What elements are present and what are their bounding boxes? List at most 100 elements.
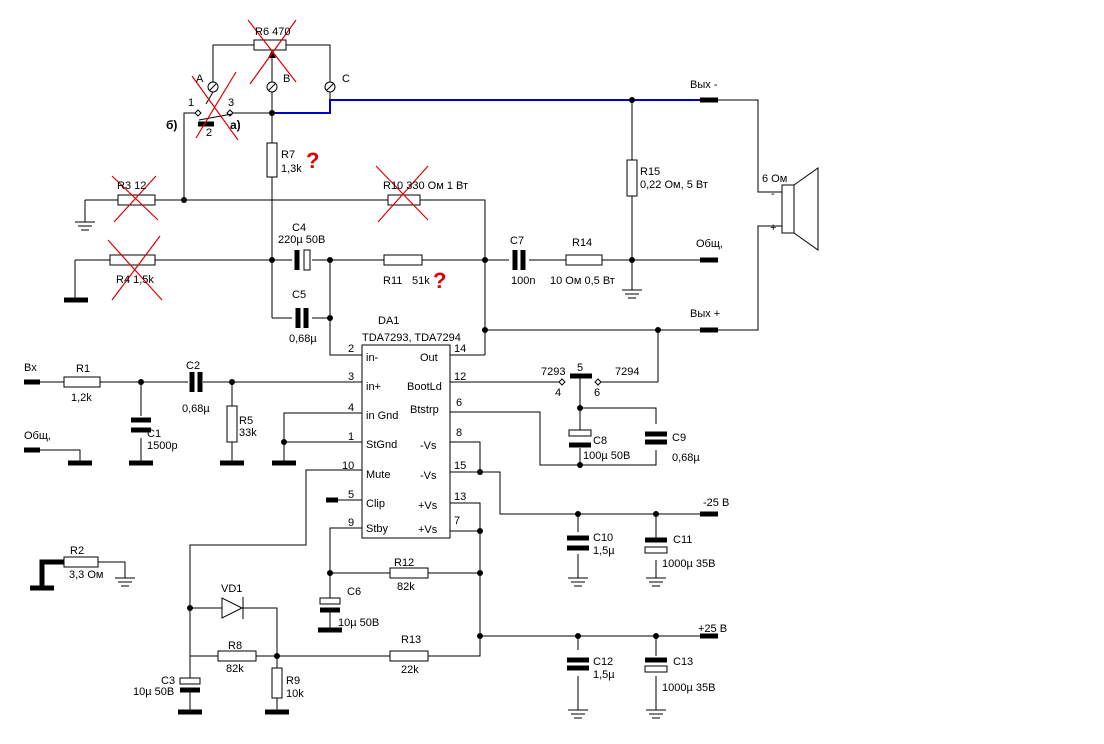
pin1-name: StGnd <box>366 439 397 451</box>
pin7-num: 7 <box>454 515 460 527</box>
c11-ref: C11 <box>673 534 692 546</box>
switch-pos-a: а) <box>230 118 241 132</box>
pos-supply-label: +25 В <box>698 623 727 635</box>
capacitor-c11 <box>644 537 668 554</box>
r12-ref: R12 <box>394 557 414 569</box>
pin14-name: Out <box>420 352 438 364</box>
pot-test-points <box>207 81 336 93</box>
switch-pin2: 2 <box>206 127 212 139</box>
switch-pin5: 5 <box>577 362 583 374</box>
resistor-r7 <box>266 142 278 178</box>
c9-ref: C9 <box>672 432 686 444</box>
c13-ref: C13 <box>673 656 693 668</box>
capacitor-c4 <box>294 249 311 271</box>
pin10-num: 10 <box>342 460 354 472</box>
r6-label: R6 470 <box>255 26 290 38</box>
pin10-name: Mute <box>366 469 390 481</box>
gnd-left-label: Общ, <box>24 430 51 442</box>
labels: R6 470 A B C 1 3 2 б) а) R7 1,3k ? R3 12… <box>24 26 787 700</box>
r8-value: 82k <box>226 663 244 675</box>
switch-right <box>558 373 602 386</box>
in-label: Вх <box>24 362 37 374</box>
r1-ref: R1 <box>76 363 90 375</box>
capacitor-c2 <box>189 372 203 392</box>
r14-value: 10 Ом 0,5 Вт <box>550 275 615 287</box>
resistor-r9 <box>271 667 283 699</box>
c2-value: 0,68µ <box>182 403 210 415</box>
c3-value: 10µ 50В <box>133 686 174 698</box>
output-bus <box>272 99 718 114</box>
pin14-num: 14 <box>454 343 466 355</box>
question-mark-r11: ? <box>433 268 446 293</box>
pin8-name: -Vs <box>420 440 437 452</box>
c10-ref: C10 <box>593 532 613 544</box>
capacitor-c13 <box>644 657 668 673</box>
r1-value: 1,2k <box>71 392 92 404</box>
pin5-num: 5 <box>348 489 354 501</box>
c12-ref: C12 <box>593 656 613 668</box>
r5-ref: R5 <box>239 415 253 427</box>
crossed-out-marks <box>107 19 429 301</box>
c4-value: 220µ 50В <box>278 234 325 246</box>
out-minus-label: Вых - <box>690 79 718 91</box>
pin4-name: in Gnd <box>366 410 398 422</box>
r9-ref: R9 <box>286 675 300 687</box>
capacitor-c5 <box>295 308 309 328</box>
pin2-num: 2 <box>348 343 354 355</box>
vd1-ref: VD1 <box>221 583 242 595</box>
r14-ref: R14 <box>572 237 592 249</box>
switch-7293: 7293 <box>541 366 565 378</box>
grounds <box>24 97 718 719</box>
switch-pin6: 6 <box>594 387 600 399</box>
pin7-name: +Vs <box>418 524 438 536</box>
switch-pin1: 1 <box>188 97 194 109</box>
resistors <box>63 39 638 699</box>
switch-left <box>194 109 234 127</box>
pin13-name: +Vs <box>418 500 438 512</box>
capacitor-c10 <box>567 535 589 551</box>
c9-value: 0,68µ <box>672 452 700 464</box>
switch-7294: 7294 <box>615 366 639 378</box>
capacitor-c9 <box>645 431 667 445</box>
r4-label: R4 1,5k <box>116 274 154 286</box>
speaker-minus: - <box>771 188 775 200</box>
c12-value: 1,5µ <box>593 669 615 681</box>
resistor-r10 <box>387 194 421 206</box>
r11-ref: R11 <box>383 275 402 287</box>
junctions <box>138 97 661 659</box>
c2-ref: C2 <box>186 360 200 372</box>
capacitor-c6 <box>319 597 341 613</box>
pin3-num: 3 <box>348 371 354 383</box>
resistor-r2 <box>63 556 99 568</box>
resistor-r1 <box>63 376 101 388</box>
chip-part: TDA7293, TDA7294 <box>362 332 461 344</box>
pot-a-label: A <box>196 73 204 85</box>
r13-ref: R13 <box>401 634 421 646</box>
pot-b-label: B <box>283 73 290 85</box>
resistor-r12 <box>389 567 429 579</box>
r7-ref: R7 <box>281 149 295 161</box>
r5-value: 33k <box>239 427 257 439</box>
capacitor-c8 <box>568 429 592 448</box>
pin2-name: in- <box>366 352 379 364</box>
capacitor-c3 <box>179 677 201 693</box>
speaker-plus: + <box>770 222 776 234</box>
r15-value: 0,22 Ом, 5 Вт <box>640 179 708 191</box>
r15-ref: R15 <box>640 166 660 178</box>
capacitor-c12 <box>567 657 589 671</box>
neg-supply-label: -25 В <box>703 497 729 509</box>
switch-pin4: 4 <box>555 387 561 399</box>
resistor-r13 <box>389 650 429 662</box>
pin1-num: 1 <box>348 431 354 443</box>
r13-value: 22k <box>401 664 419 676</box>
pin8-num: 8 <box>456 427 462 439</box>
pin5-name: Clip <box>366 498 385 510</box>
resistor-r8 <box>217 650 257 662</box>
c7-value: 100n <box>511 275 535 287</box>
resistor-r6 <box>253 39 287 51</box>
pin9-num: 9 <box>348 517 354 529</box>
r2-value: 3,3 Ом <box>69 569 103 581</box>
c6-ref: C6 <box>347 586 361 598</box>
capacitor-c1 <box>131 417 151 433</box>
pin4-num: 4 <box>348 402 354 414</box>
